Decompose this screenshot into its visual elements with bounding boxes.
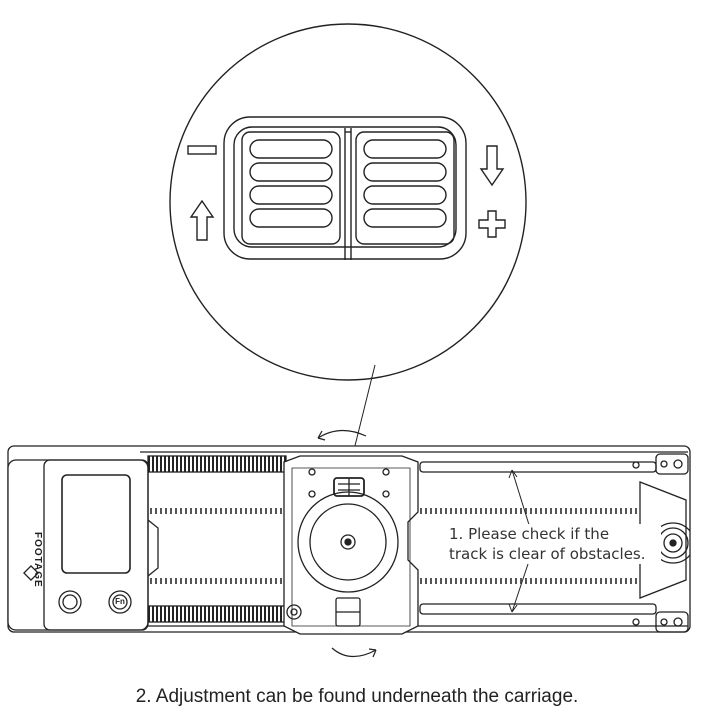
- callout-line-2: track is clear of obstacles.: [449, 545, 646, 563]
- rack-bottom: [147, 605, 287, 623]
- plus-icon: [478, 210, 506, 238]
- rotate-arrow-top: [317, 429, 367, 439]
- carriage-plate: [283, 455, 419, 635]
- zoom-circle: [169, 23, 527, 381]
- caption: 2. Adjustment can be found underneath th…: [135, 686, 579, 707]
- controller-screen: [61, 474, 131, 574]
- minus-icon: [187, 145, 217, 155]
- brand-logo-icon: [23, 565, 39, 581]
- fn-button: [108, 590, 132, 614]
- power-play-button: [58, 590, 82, 614]
- brand-label: FOOTAGE: [32, 532, 43, 588]
- arrow-down-icon: [479, 145, 505, 187]
- callout-text: 1. Please check if the track is clear of…: [447, 524, 661, 564]
- left-knob: [241, 131, 341, 245]
- carriage: [283, 455, 419, 635]
- fn-label: Fn: [115, 597, 125, 606]
- zoom-detail: [169, 23, 527, 381]
- arrow-up-icon: [189, 199, 215, 241]
- right-knob: [355, 131, 455, 245]
- callout-line-1: 1. Please check if the: [449, 525, 610, 543]
- callout-pointers: [508, 469, 531, 613]
- rotate-arrow-bottom: [331, 647, 377, 658]
- rack-top: [147, 455, 287, 473]
- controller: [7, 459, 159, 631]
- rotation-arrows: [317, 429, 377, 658]
- camera-mount-outer: [297, 491, 399, 593]
